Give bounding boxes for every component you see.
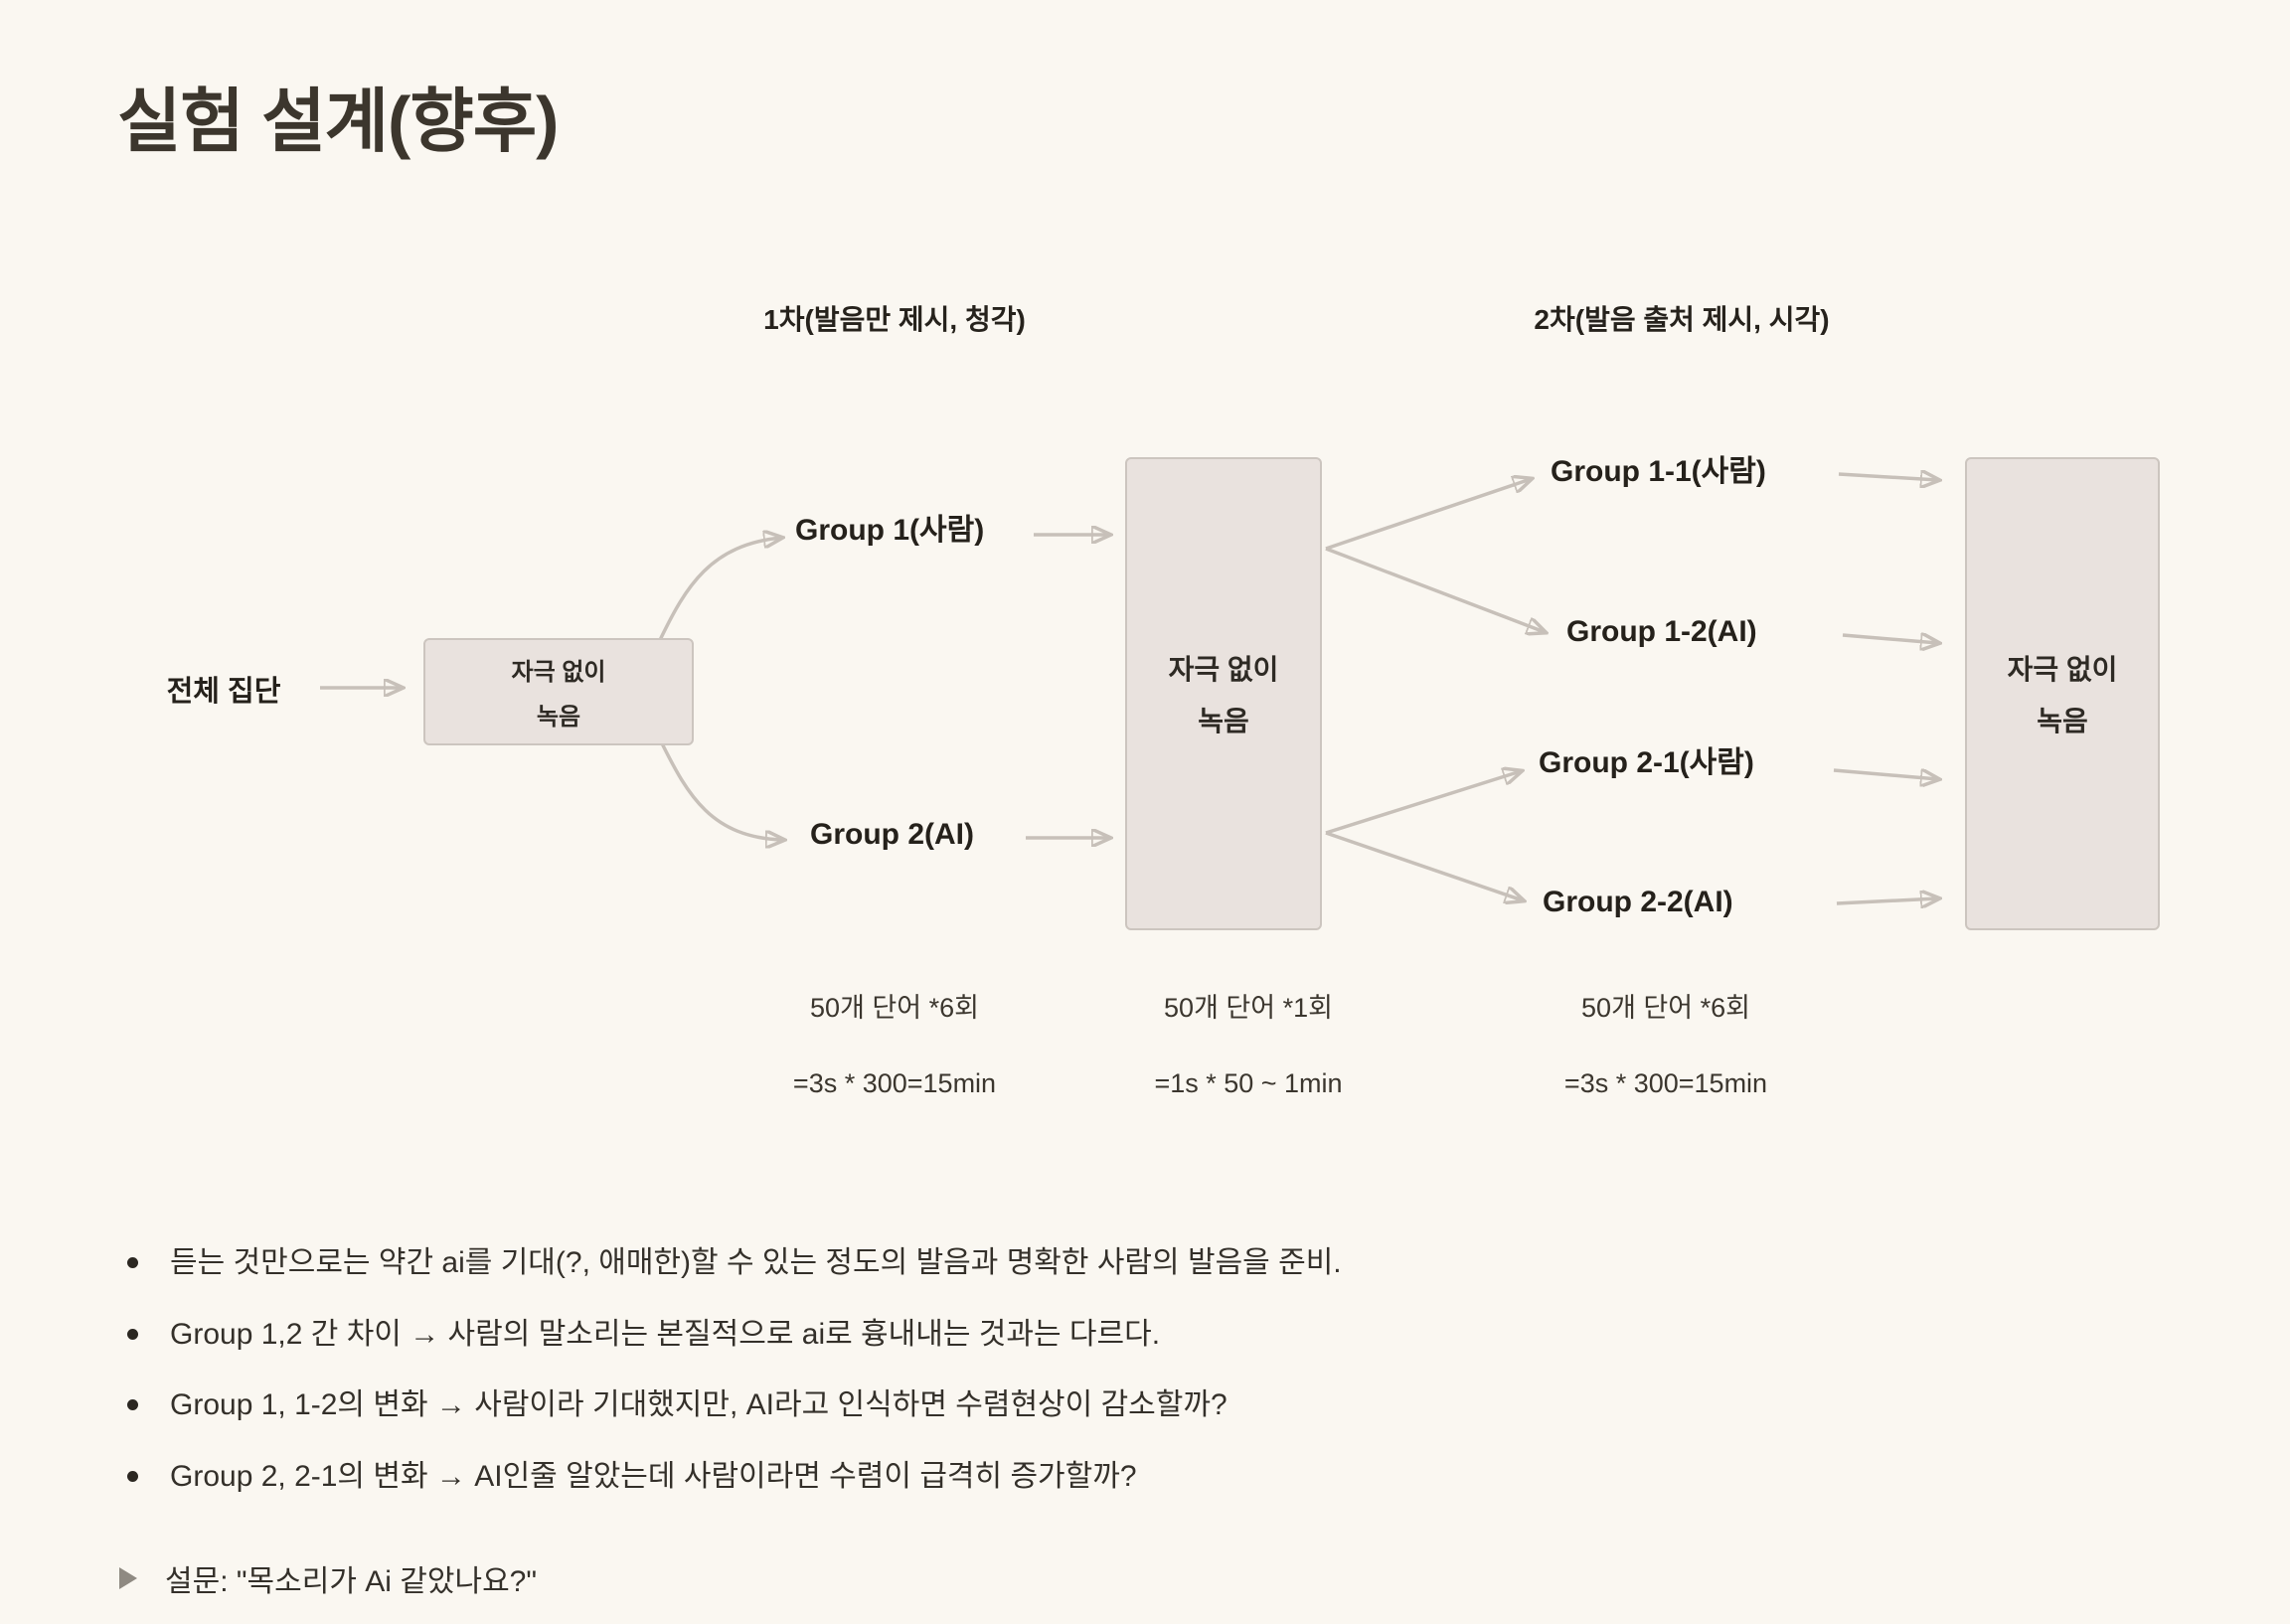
record-box-stage3: 자극 없이 녹음 [1965,457,2160,930]
arrow-box2-to-group21 [1325,771,1521,835]
record-box-line2: 녹음 [2037,706,2088,736]
arrow-box2-to-group22 [1325,831,1523,900]
arrow-group22-to-box3 [1836,898,1938,903]
arrow-box1-to-group2 [660,742,783,840]
stat-phase1-time: =3s * 300=15min [792,1068,997,1098]
group-2-label: Group 2(AI) [810,818,974,851]
bullet-text: Group 2, 2-1의 변화 → AI인줄 알았는데 사람이라면 수렴이 급… [170,1459,1137,1493]
footnote-text: 설문: "목소리가 Ai 같았나요?" [165,1565,537,1598]
bullet-dot-icon [127,1328,138,1340]
survey-footnote: 설문: "목소리가 Ai 같았나요?" [119,1556,537,1600]
stat-middle: 50개 단어 *1회 =1s * 50 ~ 1min [990,986,1507,1099]
arrow-box2-to-group12 [1325,547,1545,632]
group-1-1-label: Group 1-1(사람) [1551,455,1766,488]
stat-phase2: 50개 단어 *6회 =3s * 300=15min [1407,986,1924,1099]
record-box-line1: 자극 없이 [1168,654,1279,685]
record-box-line1: 자극 없이 [2007,654,2118,685]
arrow-group12-to-box3 [1842,635,1938,643]
start-group-label: 전체 집단 [166,676,281,708]
record-box-line2: 녹음 [1198,706,1249,736]
stat-phase2-words: 50개 단어 *6회 [1581,993,1750,1023]
phase2-header: 2차(발음 출처 제시, 시각) [1534,304,1830,335]
arrow-group11-to-box3 [1838,474,1938,480]
bullet-dot-icon [127,1399,138,1410]
bullet-dot-icon [127,1257,138,1268]
group-2-2-label: Group 2-2(AI) [1543,886,1733,918]
bullet-text: 듣는 것만으로는 약간 ai를 기대(?, 애매한)할 수 있는 정도의 발음과… [170,1246,1342,1279]
stat-middle-time: =1s * 50 ~ 1min [1154,1068,1343,1098]
arrow-box1-to-group1 [658,538,781,641]
record-box-stage2: 자극 없이 녹음 [1125,457,1322,930]
notes-list: 듣는 것만으로는 약간 ai를 기대(?, 애매한)할 수 있는 정도의 발음과… [127,1244,2065,1529]
record-box-line2: 녹음 [536,704,581,731]
list-item: Group 1,2 간 차이 → 사람의 말소리는 본질적으로 ai로 흉내내는… [127,1316,2065,1354]
group-2-1-label: Group 2-1(사람) [1539,746,1754,779]
play-triangle-icon [119,1567,137,1589]
group-1-label: Group 1(사람) [795,514,985,547]
arrow-box2-to-group11 [1325,479,1531,551]
phase1-header: 1차(발음만 제시, 청각) [763,304,1026,335]
bullet-text: Group 1,2 간 차이 → 사람의 말소리는 본질적으로 ai로 흉내내는… [170,1317,1161,1351]
page-title: 실험 설계(향후) [117,82,559,160]
group-1-2-label: Group 1-2(AI) [1566,615,1757,648]
record-box-stage1: 자극 없이 녹음 [423,638,694,745]
list-item: Group 1, 1-2의 변화 → 사람이라 기대했지만, AI라고 인식하면… [127,1386,2065,1424]
stat-phase1: 50개 단어 *6회 =3s * 300=15min [636,986,1153,1099]
list-item: Group 2, 2-1의 변화 → AI인줄 알았는데 사람이라면 수렴이 급… [127,1458,2065,1496]
arrow-group21-to-box3 [1833,768,1938,779]
stat-phase2-time: =3s * 300=15min [1563,1068,1768,1098]
record-box-line1: 자극 없이 [511,659,606,686]
bullet-dot-icon [127,1470,138,1482]
stat-phase1-words: 50개 단어 *6회 [810,993,979,1023]
bullet-text: Group 1, 1-2의 변화 → 사람이라 기대했지만, AI라고 인식하면… [170,1388,1227,1421]
list-item: 듣는 것만으로는 약간 ai를 기대(?, 애매한)할 수 있는 정도의 발음과… [127,1244,2065,1282]
stat-middle-words: 50개 단어 *1회 [1164,993,1333,1023]
